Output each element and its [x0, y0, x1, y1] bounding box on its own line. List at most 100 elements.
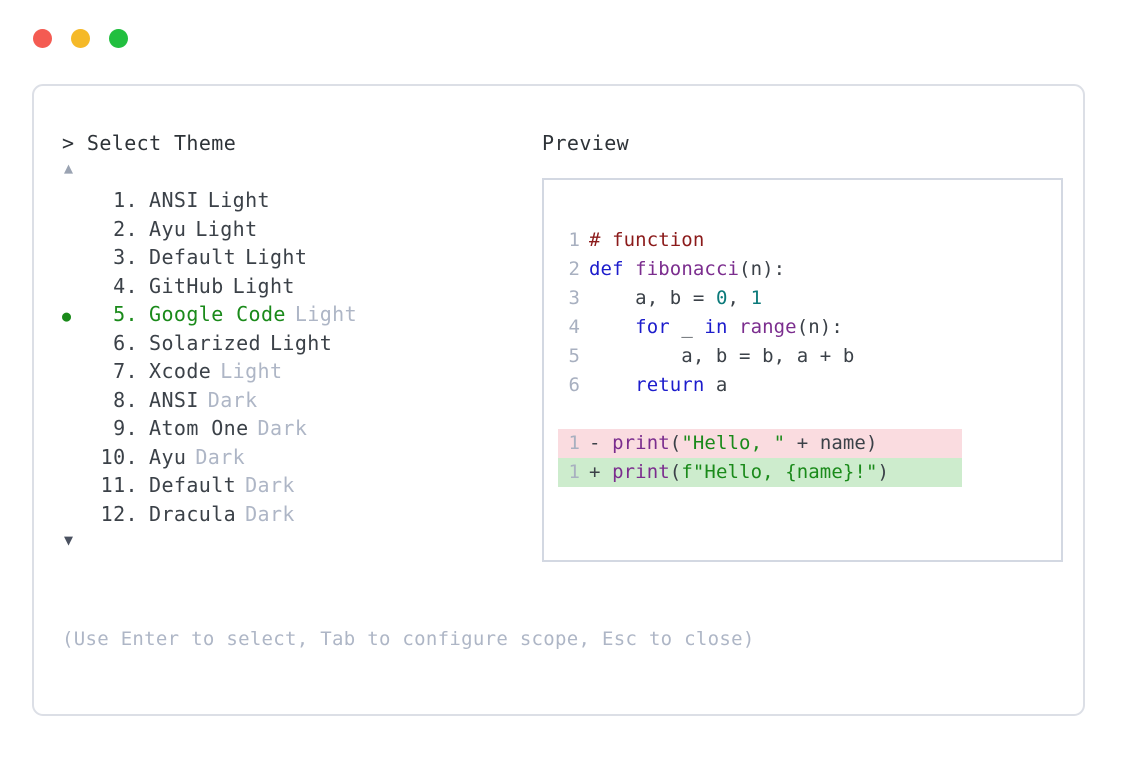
code-token: return: [635, 374, 705, 396]
code-token: ,: [727, 287, 751, 309]
code-token: 0: [715, 287, 728, 309]
code-token: [624, 258, 636, 280]
theme-item-variant: Dark: [207, 387, 258, 412]
theme-item-variant: Light: [207, 188, 270, 212]
minimize-button[interactable]: [71, 28, 90, 48]
code-token: + name): [785, 432, 878, 454]
code-token: ): [877, 461, 890, 483]
theme-list-item[interactable]: 8. ANSI Dark: [62, 386, 532, 415]
scroll-up-icon[interactable]: ▲: [64, 159, 74, 177]
theme-item-number: 6.: [113, 330, 138, 355]
code-token: [589, 316, 635, 338]
code-token: a, b = b, a + b: [589, 345, 855, 367]
code-line: 3 a, b = 0, 1: [558, 284, 1061, 313]
theme-item-name: Xcode: [149, 359, 212, 383]
theme-item-variant: Light: [232, 273, 295, 298]
code-token: (n):: [739, 258, 786, 280]
diff-line-add: 1 + print(f"Hello, {name}!"): [558, 458, 962, 487]
theme-list-item[interactable]: 4. GitHub Light: [62, 272, 532, 301]
theme-item-number: 4.: [113, 273, 138, 298]
theme-item-name: Google Code: [149, 302, 286, 326]
code-token: 1: [750, 287, 763, 309]
line-number: 4: [568, 316, 580, 338]
theme-item-number: 3.: [113, 245, 138, 269]
line-number: 3: [568, 287, 580, 309]
keyboard-hint: (Use Enter to select, Tab to configure s…: [62, 628, 755, 650]
theme-item-number: 9.: [113, 416, 138, 440]
theme-list-item[interactable]: 12. Dracula Dark: [62, 500, 532, 529]
theme-item-number: 2.: [113, 216, 138, 241]
scroll-down-icon[interactable]: ▼: [64, 531, 74, 549]
theme-list-item[interactable]: 3. Default Light: [62, 243, 532, 272]
code-token: f"Hello, {name}!": [681, 461, 878, 483]
page-title: > Select Theme: [62, 131, 237, 155]
diff-spacer: [601, 429, 613, 458]
maximize-button[interactable]: [109, 28, 128, 48]
window-titlebar: [0, 0, 1129, 76]
code-line-text: a, b = 0, 1: [589, 284, 762, 313]
code-token: a, b =: [589, 287, 716, 309]
diff-marker: -: [589, 432, 601, 454]
code-token: [589, 374, 635, 396]
theme-item-number: 11.: [100, 473, 138, 497]
code-token: _: [669, 316, 705, 338]
theme-item-name: Ayu: [149, 216, 187, 241]
close-button[interactable]: [33, 28, 52, 48]
line-number: 1: [568, 461, 580, 483]
code-line: 6 return a: [558, 371, 1061, 400]
code-token: a: [704, 374, 728, 396]
code-token: in: [704, 316, 728, 338]
theme-item-name: GitHub: [149, 273, 224, 298]
diff-marker: +: [589, 461, 601, 483]
code-spacer: [558, 400, 1061, 429]
code-line-text: def fibonacci(n):: [589, 255, 785, 284]
code-token: def: [589, 258, 624, 280]
theme-item-name: Default: [149, 473, 237, 497]
diff-line-del: 1- print("Hello, " + name): [558, 429, 962, 458]
code-line: 4 for _ in range(n):: [558, 313, 1061, 342]
code-token: range: [739, 316, 797, 338]
theme-item-variant: Light: [195, 216, 258, 241]
theme-list-item[interactable]: 2. Ayu Light: [62, 215, 532, 244]
theme-list-item[interactable]: 11. Default Dark: [62, 471, 532, 500]
theme-item-variant: Dark: [195, 444, 246, 469]
code-token: print: [612, 432, 670, 454]
code-token: "Hello, ": [681, 432, 786, 454]
theme-item-name: Ayu: [149, 444, 187, 469]
theme-item-name: ANSI: [149, 387, 199, 412]
theme-item-name: Atom One: [149, 416, 249, 440]
theme-item-name: Default: [149, 245, 237, 269]
code-token: fibonacci: [635, 258, 740, 280]
theme-item-number: 8.: [113, 387, 138, 412]
code-line-text: a, b = b, a + b: [589, 342, 854, 371]
code-line-text: return a: [589, 371, 727, 400]
diff-spacer: [601, 458, 613, 487]
theme-item-number: 12.: [100, 501, 138, 526]
code-token: (: [669, 461, 682, 483]
line-number: 1: [568, 229, 580, 251]
diff-block: 1- print("Hello, " + name)1+ print(f"Hel…: [558, 429, 1061, 487]
theme-item-variant: Dark: [245, 501, 295, 526]
theme-item-number: 1.: [113, 188, 138, 212]
diff-line-text: print(f"Hello, {name}!"): [612, 458, 889, 487]
code-line-text: # function: [589, 226, 704, 255]
theme-item-variant: Light: [245, 245, 308, 269]
theme-item-variant: Light: [294, 302, 358, 326]
code-token: # function: [589, 229, 705, 251]
line-number: 5: [568, 345, 580, 367]
theme-item-name: Dracula: [149, 501, 237, 526]
diff-line-text: print("Hello, " + name): [612, 429, 877, 458]
theme-item-variant: Dark: [245, 473, 295, 497]
